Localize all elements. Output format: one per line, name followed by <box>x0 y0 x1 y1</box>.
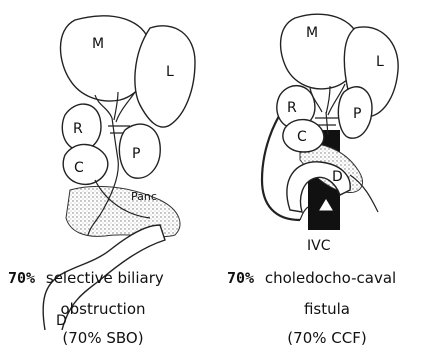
left-pancreas <box>66 186 180 236</box>
left-label-c: C <box>74 160 84 176</box>
right-caption-text: choledocho-caval <box>265 269 396 287</box>
left-caption-pct: 70% <box>8 269 35 287</box>
left-caption-line2: obstruction <box>60 300 145 318</box>
right-label-c: C <box>297 129 307 145</box>
left-caption-text: selective biliary <box>46 269 164 287</box>
right-label-d: D <box>332 169 343 185</box>
left-label-l: L <box>166 64 174 80</box>
left-caption-line3: (70% SBO) <box>62 329 143 347</box>
right-label-r: R <box>287 100 297 116</box>
right-label-ivc: IVC <box>307 238 331 254</box>
left-label-m: M <box>92 36 104 52</box>
left-liver-lobe-c <box>63 144 108 184</box>
left-liver-lobe-l <box>135 26 195 127</box>
right-label-m: M <box>306 25 318 41</box>
right-caption-line2: fistula <box>304 300 350 318</box>
left-caption-line1: 70% selective biliary <box>8 269 164 287</box>
right-caption-pct: 70% <box>227 269 254 287</box>
right-label-l: L <box>376 54 384 70</box>
right-caption-line3: (70% CCF) <box>287 329 366 347</box>
left-label-p: P <box>132 146 140 162</box>
left-label-panc: Panc <box>131 190 157 203</box>
right-caption: 70% choledocho-caval fistula (70% CCF) <box>227 269 396 347</box>
left-label-r: R <box>73 121 83 137</box>
right-diagram: M L R P C D IVC <box>262 14 398 254</box>
left-caption: 70% selective biliary obstruction (70% S… <box>8 269 164 347</box>
right-label-p: P <box>353 106 361 122</box>
right-caption-line1: 70% choledocho-caval <box>227 269 396 287</box>
